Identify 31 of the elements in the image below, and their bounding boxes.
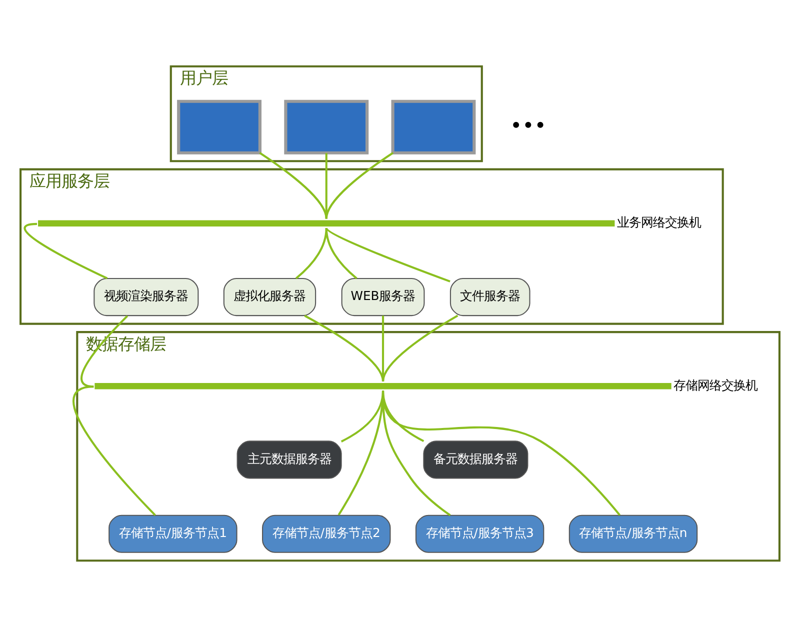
connector <box>325 152 394 219</box>
connector <box>72 386 156 516</box>
connector <box>382 314 458 382</box>
node-box: 存储节点/服务节点1 <box>108 514 238 553</box>
connector <box>382 316 384 382</box>
connector <box>259 152 328 219</box>
node-box: 主元数据服务器 <box>236 440 342 479</box>
connector <box>304 314 384 382</box>
node-box: 文件服务器 <box>450 278 530 316</box>
node-bar <box>38 220 615 226</box>
node-box: 虚拟化服务器 <box>223 278 316 316</box>
node-box: 备元数据服务器 <box>423 440 528 479</box>
connector <box>80 315 128 388</box>
node-label: 业务网络交换机 <box>616 216 701 230</box>
cluster: 用户层 <box>170 65 483 162</box>
node-label: 存储网络交换机 <box>673 378 758 392</box>
connector <box>295 228 328 280</box>
node-box: 存储节点/服务节点n <box>568 514 698 553</box>
node-box: 存储节点/服务节点3 <box>415 514 544 553</box>
connector <box>326 227 450 282</box>
node-bar <box>94 383 672 390</box>
node-box <box>391 100 476 154</box>
node-box <box>177 100 262 154</box>
connector <box>325 228 358 280</box>
node-box: WEB服务器 <box>341 278 425 316</box>
connector <box>382 390 621 516</box>
label: ••• <box>510 113 546 138</box>
connector <box>24 222 108 280</box>
node-box: 存储节点/服务节点2 <box>262 514 391 553</box>
node-box: 视频渲染服务器 <box>94 278 199 316</box>
node-box <box>284 100 369 154</box>
